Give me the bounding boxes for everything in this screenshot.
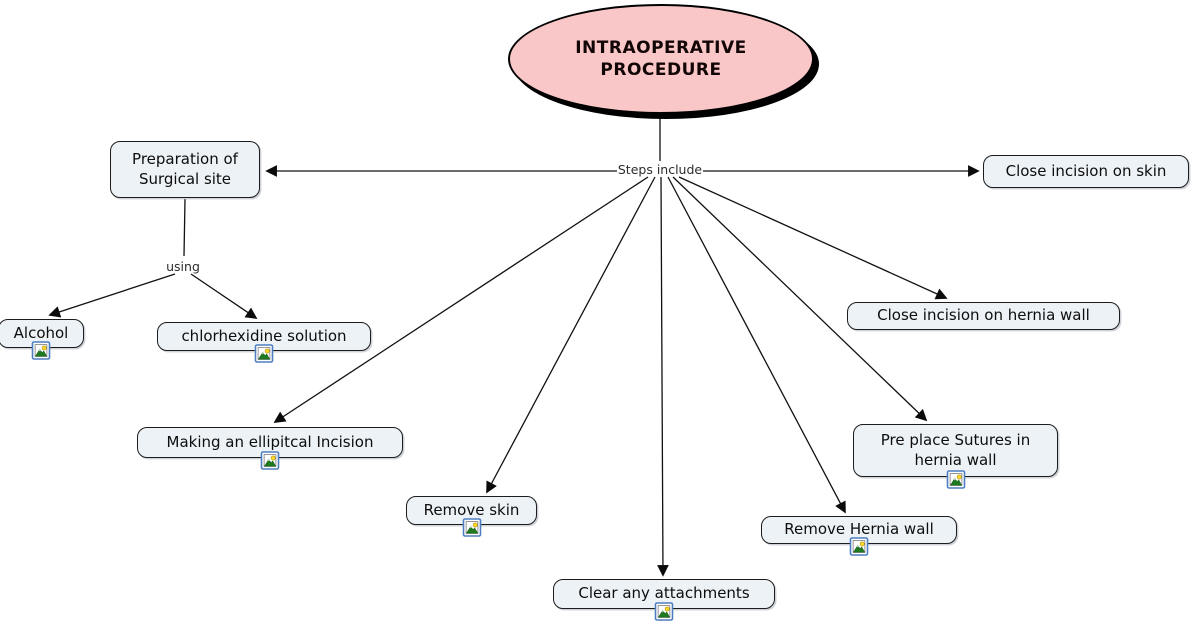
link-label-steps-include[interactable]: Steps include: [617, 162, 703, 177]
connector-using-to-chlorhexidine: [190, 273, 258, 319]
image-resource-icon[interactable]: [260, 451, 280, 470]
node-close-incision-on-hernia-wall[interactable]: Close incision on hernia wall: [847, 302, 1120, 330]
root-concept-label: INTRAOPERATIVE PROCEDURE: [575, 37, 747, 80]
node-label: Close incision on hernia wall: [877, 306, 1090, 325]
image-resource-icon[interactable]: [946, 470, 965, 489]
node-alcohol[interactable]: Alcohol: [0, 319, 84, 360]
node-label: Making an ellipitcal Incision: [166, 432, 374, 451]
root-concept-node[interactable]: INTRAOPERATIVE PROCEDURE: [508, 4, 814, 114]
node-chlorhexidine-solution[interactable]: chlorhexidine solution: [157, 322, 371, 363]
image-resource-icon[interactable]: [254, 344, 274, 363]
node-label: Clear any attachments: [578, 584, 750, 603]
image-resource-icon[interactable]: [654, 602, 674, 621]
node-remove-skin[interactable]: Remove skin: [406, 496, 537, 537]
image-resource-icon[interactable]: [849, 537, 869, 556]
node-label: Pre place Sutures in hernia wall: [880, 431, 1031, 469]
connector-steps-to-pre-place: [672, 176, 928, 422]
image-resource-icon[interactable]: [462, 518, 481, 537]
connector-steps-to-elliptical: [273, 176, 649, 423]
connector-steps-to-clear: [657, 176, 669, 577]
node-clear-any-attachments[interactable]: Clear any attachments: [553, 579, 775, 621]
node-close-incision-on-skin[interactable]: Close incision on skin: [983, 155, 1189, 188]
connector-steps-to-close-hernia: [678, 176, 948, 300]
node-preparation-of-surgical-site[interactable]: Preparation of Surgical site: [110, 141, 260, 198]
node-remove-hernia-wall[interactable]: Remove Hernia wall: [761, 516, 957, 556]
connector-preparation-to-using: [183, 198, 186, 257]
connector-using-to-alcohol: [48, 273, 176, 318]
node-label: Alcohol: [13, 323, 69, 342]
link-label-using[interactable]: using: [166, 259, 200, 274]
connector-steps-to-remove-hernia: [667, 176, 846, 514]
connector-steps-to-remove-skin: [486, 176, 656, 494]
node-pre-place-sutures-in-hernia-wall[interactable]: Pre place Sutures in hernia wall: [853, 424, 1058, 489]
node-label: Preparation of Surgical site: [132, 150, 238, 188]
node-making-an-elliptical-incision[interactable]: Making an ellipitcal Incision: [137, 427, 403, 470]
node-label: chlorhexidine solution: [181, 326, 347, 345]
node-label: Remove Hernia wall: [784, 520, 934, 539]
node-label: Close incision on skin: [1005, 161, 1167, 180]
image-resource-icon[interactable]: [31, 341, 51, 360]
node-label: Remove skin: [423, 500, 520, 519]
